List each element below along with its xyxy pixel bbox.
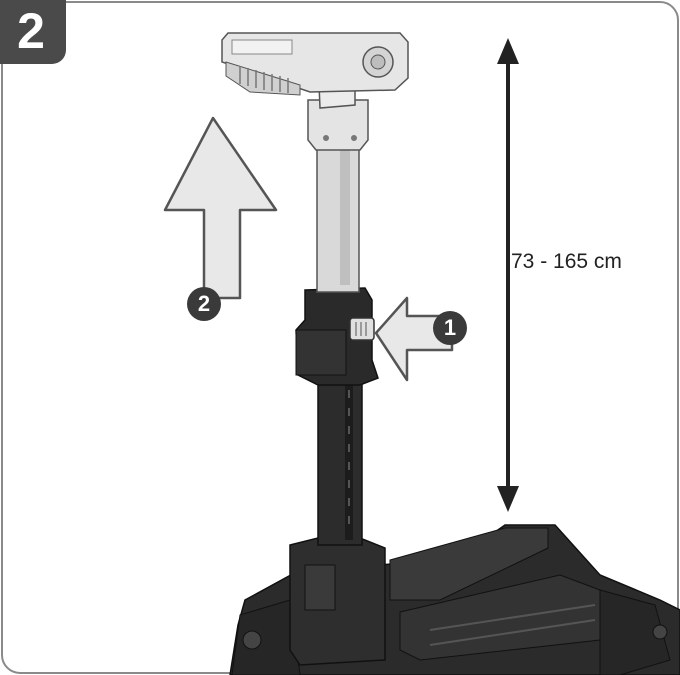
head-unit xyxy=(221,32,409,96)
height-dimension-arrow xyxy=(497,38,519,512)
step-badge: 2 xyxy=(0,0,66,64)
lower-pole xyxy=(289,369,386,666)
callout-1: 1 xyxy=(433,311,467,345)
height-range-label: 73 - 165 cm xyxy=(511,250,622,273)
callout-2: 2 xyxy=(187,287,221,321)
step-number: 2 xyxy=(17,3,45,59)
pull-up-arrow xyxy=(163,116,278,300)
pole-clamp xyxy=(295,287,379,386)
